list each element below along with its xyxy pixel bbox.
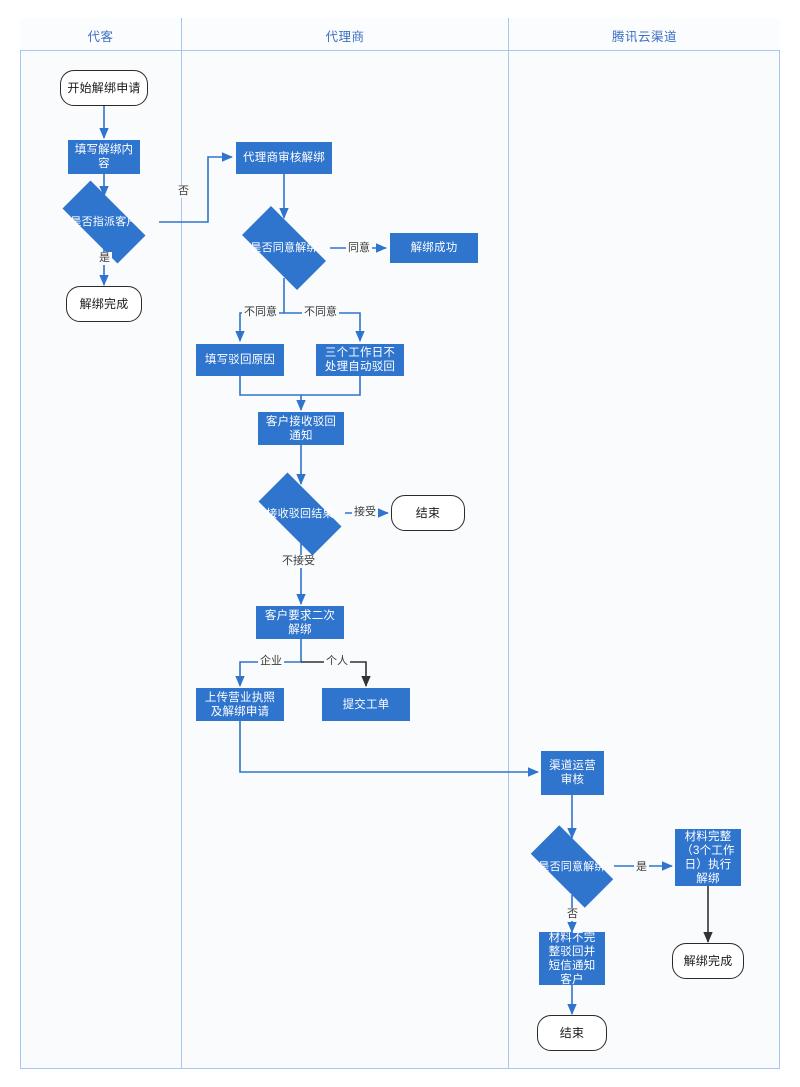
- node-receive-reject-result[interactable]: 接收驳回结果: [246, 472, 354, 556]
- edge-label-not-accept: 不接受: [280, 555, 317, 568]
- edge-label-disagree-right: 不同意: [302, 306, 339, 319]
- node-material-incomplete[interactable]: 材料不完整驳回并短信通知客户: [539, 932, 605, 986]
- node-label: 是否指派客户: [70, 216, 138, 228]
- edge-label-enterprise: 企业: [258, 655, 284, 668]
- swimlane-header-row: [20, 18, 780, 51]
- edge-label-yes-assign: 是: [97, 252, 112, 265]
- node-fill-reject-reason[interactable]: 填写驳回原因: [196, 344, 284, 376]
- node-end-1[interactable]: 结束: [391, 495, 465, 531]
- edge-label-disagree-left: 不同意: [242, 306, 279, 319]
- node-label: 是否同意解绑: [250, 242, 318, 254]
- node-channel-agree[interactable]: 是否同意解绑: [518, 825, 626, 908]
- edge-label-personal: 个人: [324, 655, 350, 668]
- node-channel-review[interactable]: 渠道运营审核: [541, 751, 604, 795]
- lane-title-tencent: 腾讯云渠道: [611, 30, 677, 44]
- edge-label-agree: 同意: [346, 242, 372, 255]
- lane-title-daike: 代客: [87, 30, 114, 44]
- node-second-unbind[interactable]: 客户要求二次解绑: [256, 606, 344, 639]
- edge-label-no-assign: 否: [176, 185, 191, 198]
- swimlane-frame: [20, 18, 780, 1069]
- edge-label-channel-no: 否: [565, 908, 580, 921]
- node-unbind-done-2[interactable]: 解绑完成: [672, 943, 744, 979]
- node-assign-customer[interactable]: 是否指派客户: [49, 180, 159, 264]
- node-unbind-done-1[interactable]: 解绑完成: [66, 286, 142, 322]
- node-agree-unbind[interactable]: 是否同意解绑: [229, 206, 339, 290]
- edge-label-accept: 接受: [352, 506, 378, 519]
- node-customer-receive-notice[interactable]: 客户接收驳回通知: [258, 412, 344, 445]
- lane-divider-2: [508, 18, 509, 1069]
- node-upload-license[interactable]: 上传营业执照及解绑申请: [196, 688, 284, 721]
- node-unbind-success[interactable]: 解绑成功: [390, 233, 478, 263]
- node-label: 接收驳回结果: [266, 508, 334, 520]
- node-start[interactable]: 开始解绑申请: [60, 70, 148, 106]
- node-end-2[interactable]: 结束: [537, 1015, 607, 1051]
- lane-title-dailishang: 代理商: [325, 30, 365, 44]
- node-agent-review[interactable]: 代理商审核解绑: [236, 142, 332, 174]
- node-material-complete[interactable]: 材料完整（3个工作日）执行解绑: [675, 829, 741, 886]
- lane-divider-1: [181, 18, 182, 1069]
- node-auto-reject[interactable]: 三个工作日不处理自动驳回: [316, 344, 404, 376]
- node-submit-ticket[interactable]: 提交工单: [322, 688, 410, 721]
- node-label: 是否同意解绑: [538, 860, 606, 873]
- edge-label-channel-yes: 是: [634, 861, 649, 874]
- node-fill-content[interactable]: 填写解绑内容: [68, 140, 140, 174]
